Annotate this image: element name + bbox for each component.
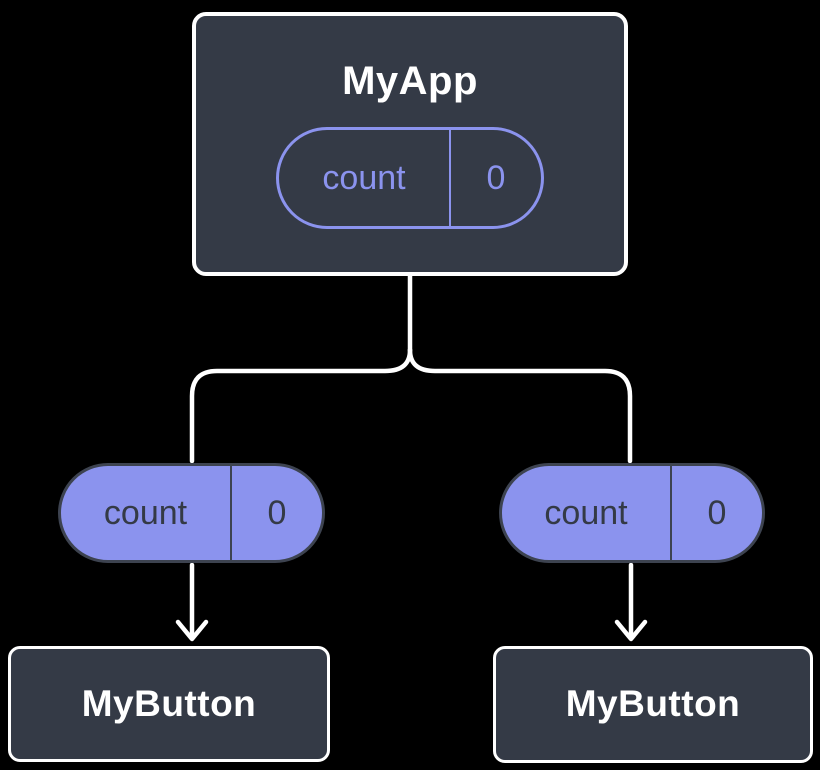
node-myapp: MyApp count 0 <box>192 12 628 276</box>
prop-pill-label: count <box>103 494 188 532</box>
arrow-down-left-icon <box>175 619 209 642</box>
node-mybutton-right: MyButton <box>493 646 813 763</box>
prop-pill-right: count 0 <box>499 463 765 563</box>
node-mybutton-left-title: MyButton <box>81 682 257 724</box>
prop-pill-label: count <box>544 494 628 532</box>
node-mybutton-right-title: MyButton <box>565 683 741 725</box>
arrow-down-right-icon <box>614 619 648 642</box>
state-pill-myapp: count 0 <box>276 127 544 229</box>
state-pill-value: 0 <box>449 130 541 226</box>
state-pill-label: count <box>322 159 406 197</box>
prop-pill-value: 0 <box>230 466 322 560</box>
prop-pill-left: count 0 <box>58 463 325 563</box>
node-myapp-title: MyApp <box>342 59 478 103</box>
branch-right-connector <box>407 347 633 464</box>
prop-pill-value: 0 <box>670 466 762 560</box>
node-mybutton-left: MyButton <box>8 646 330 762</box>
branch-left-connector <box>189 347 413 464</box>
